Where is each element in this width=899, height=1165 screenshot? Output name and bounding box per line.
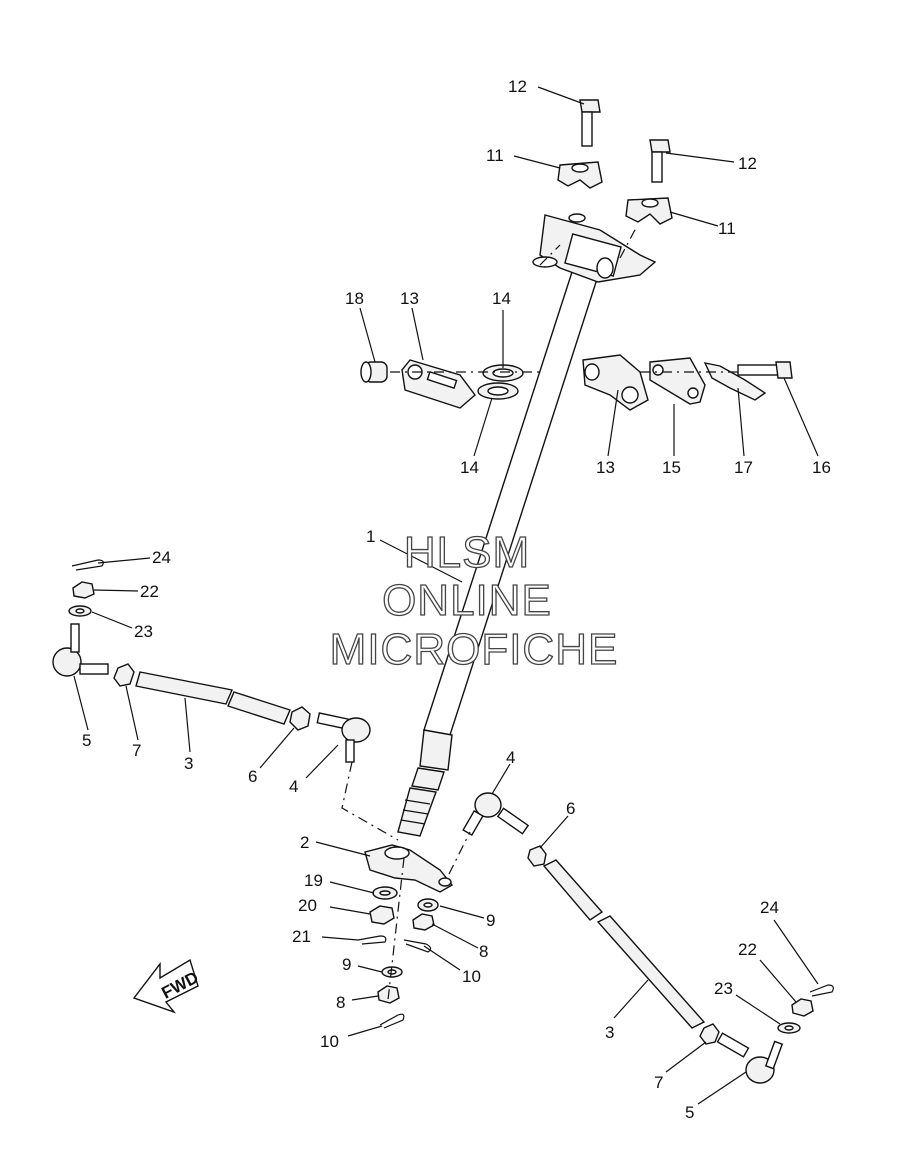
tie-rod-end-4-right [462,792,530,836]
nut-8-right [412,913,435,931]
callout-14-b: 14 [460,458,479,477]
callout-5-a: 5 [82,731,91,750]
pitman-arm [364,844,454,893]
callout-10-b: 10 [320,1032,339,1051]
callout-3-a: 3 [184,754,193,773]
callout-22-a: 22 [140,582,159,601]
callout-24-b: 24 [760,898,779,917]
callout-13-b: 13 [596,458,615,477]
handlebar-clamp-left [557,161,603,189]
nut-6-left [289,706,311,731]
nut-22-right [791,998,814,1017]
plate-15 [649,357,706,405]
cotter-pin-24-left [71,559,104,571]
callout-11-a: 11 [486,146,504,165]
callout-24-a: 24 [152,548,171,567]
callout-6-b: 6 [566,799,575,818]
callout-7-a: 7 [132,741,141,760]
callout-labels: 12 11 12 11 18 13 14 14 13 15 17 16 1 24… [82,77,831,1122]
callout-11-b: 11 [718,219,736,238]
bolt-12-right [649,139,671,183]
watermark-line-2: ONLINE [382,576,552,625]
washer-19 [372,886,398,900]
callout-3-b: 3 [605,1023,614,1042]
holder-13-left [401,359,476,409]
callout-10-a: 10 [462,967,481,986]
holder-13-right [582,354,649,411]
collar-18 [360,361,388,383]
callout-5-b: 5 [685,1103,694,1122]
cotter-pin-10-left [379,1013,405,1029]
callout-21: 21 [292,927,311,946]
bolt-16 [737,361,793,379]
callout-12-b: 12 [738,154,757,173]
upper-bracket [532,213,657,283]
clip-17 [703,362,767,401]
callout-13-a: 13 [400,289,419,308]
callout-6-a: 6 [248,767,257,786]
cotter-pin-10-right [403,939,432,953]
callout-19: 19 [304,871,323,890]
watermark-line-1: HLSM [404,528,530,577]
callout-14-a: 14 [492,289,511,308]
bolt-12-left [579,99,601,147]
washer-14-lower [477,382,519,400]
handlebar-clamp-right [625,197,673,225]
tie-rod-end-5-left [52,623,109,677]
callout-15: 15 [662,458,681,477]
nut-6-right [527,845,547,867]
nut-22-left [72,581,95,599]
assembly-centerlines [341,227,740,1001]
nut-7-left [113,663,135,687]
washer-23-left [68,605,92,617]
tie-rod-3-left [135,671,291,725]
cotter-pin-24-right [809,984,834,997]
nut-20 [369,905,395,925]
callout-18: 18 [345,289,364,308]
nut-7-right [699,1023,720,1045]
callout-9-a: 9 [486,911,495,930]
washer-23-right [777,1022,801,1034]
tie-rod-3-right [542,859,706,1029]
callout-17: 17 [734,458,753,477]
callout-20: 20 [298,896,317,915]
tie-rod-end-4-left [316,712,371,763]
watermark-line-3: MICROFICHE [330,625,619,674]
watermark: HLSM ONLINE MICROFICHE [329,527,619,674]
callout-23-b: 23 [714,979,733,998]
callout-2: 2 [300,833,309,852]
callout-9-b: 9 [342,955,351,974]
callout-1: 1 [366,527,375,546]
callout-4-b: 4 [506,748,515,767]
leader-lines [73,86,819,1105]
callout-7-b: 7 [654,1073,663,1092]
fwd-arrow-icon: FWD [132,958,202,1014]
callout-16: 16 [812,458,831,477]
tie-rod-end-5-right [716,1032,784,1084]
washer-9-right [417,898,439,912]
callout-23-a: 23 [134,622,153,641]
cotter-pin-21 [357,935,387,945]
callout-8-a: 8 [479,942,488,961]
callout-12-a: 12 [508,77,527,96]
callout-22-b: 22 [738,940,757,959]
callout-8-b: 8 [336,993,345,1012]
callout-4-a: 4 [289,777,298,796]
